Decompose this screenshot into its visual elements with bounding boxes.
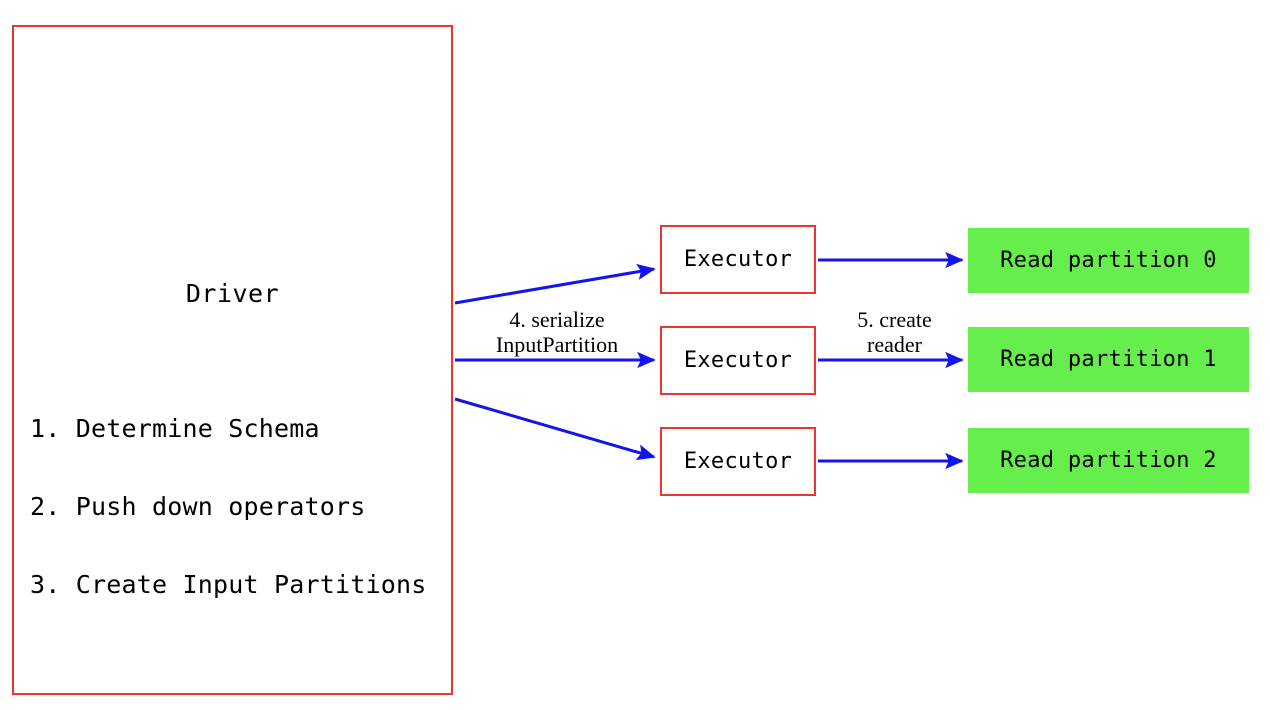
- arrow-driver-to-executor-3: [454, 397, 656, 461]
- driver-step-3: 3. Create Input Partitions: [30, 570, 427, 599]
- driver-title: Driver: [185, 279, 280, 308]
- read-partition-box-2: Read partition 2: [968, 428, 1249, 493]
- read-partition-box-0: Read partition 0: [968, 228, 1249, 293]
- driver-steps-list: 1. Determine Schema 2. Push down operato…: [30, 364, 427, 650]
- executor-box-1: Executor: [660, 225, 816, 294]
- driver-step-1: 1. Determine Schema: [30, 414, 320, 443]
- edge-label-serialize-input-partition: 4. serialize InputPartition: [495, 307, 619, 357]
- executor-box-2: Executor: [660, 326, 816, 395]
- arrow-driver-to-executor-1: [454, 263, 656, 305]
- read-partition-box-1: Read partition 1: [968, 327, 1249, 392]
- edge-label-create-reader: 5. create reader: [857, 307, 932, 357]
- driver-step-2: 2. Push down operators: [30, 492, 366, 521]
- executor-box-3: Executor: [660, 427, 816, 496]
- driver-box: Driver 1. Determine Schema 2. Push down …: [12, 25, 453, 695]
